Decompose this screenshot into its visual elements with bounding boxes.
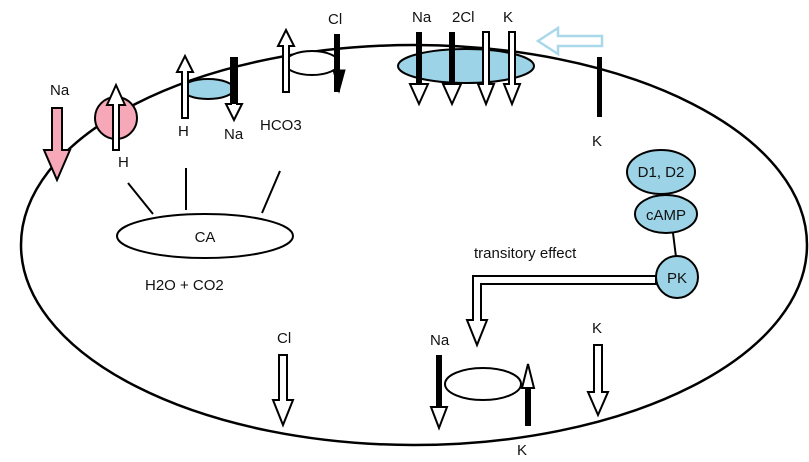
- k-cotransport-label: K: [503, 9, 513, 26]
- na-transporter-label: Na: [224, 126, 244, 143]
- cl-cotransport-arrow: [441, 83, 463, 107]
- d1-d2-label: D1, D2: [638, 164, 685, 181]
- nkcc-cotransporter: [397, 48, 535, 84]
- transitory-effect-label: transitory effect: [474, 245, 577, 262]
- na-influx-arrow: [42, 107, 72, 183]
- na-cotransport-label: Na: [412, 9, 432, 26]
- k-pump-bottom-label: K: [517, 442, 527, 459]
- h-exchanger-label: H: [118, 154, 129, 171]
- cl-down-arrow: [332, 69, 346, 94]
- camp-pk-link: [672, 232, 677, 258]
- cl-cotransport-bar: [449, 32, 455, 84]
- two-cl-label: 2Cl: [452, 9, 475, 26]
- carbonic-anhydrase: [116, 213, 294, 259]
- h-na-transporter: [181, 78, 235, 100]
- k-right-label: K: [592, 133, 602, 150]
- h-efflux-arrow: [105, 82, 127, 151]
- hco3-label: HCO3: [260, 117, 302, 134]
- k-bottom-right-label: K: [592, 320, 602, 337]
- camp-node: [634, 194, 698, 234]
- transitory-effect-arrow: [465, 275, 657, 348]
- cl-channel-bar: [334, 34, 340, 92]
- cl-top-label: Cl: [328, 11, 342, 28]
- na-k-pump: [444, 367, 522, 401]
- hco3-cl-exchanger: [284, 50, 340, 76]
- na-cotransport-bar: [416, 32, 422, 84]
- k-pump-arrow: [520, 363, 536, 389]
- ca-link-right: [261, 170, 281, 214]
- k-channel-right: [597, 57, 602, 117]
- h-transporter-label: H: [178, 123, 189, 140]
- k-pump-bar: [525, 388, 531, 426]
- h-up-arrow: [175, 53, 195, 119]
- k-bottom-right-arrow: [586, 344, 610, 418]
- ca-label: CA: [195, 229, 216, 246]
- na-cotransport-arrow: [408, 83, 430, 107]
- na-channel-bar: [232, 58, 237, 104]
- ca-link-left: [127, 182, 154, 215]
- camp-label: cAMP: [646, 207, 686, 224]
- k-cotransport-arrow: [502, 31, 522, 107]
- cell-membrane: [19, 43, 809, 447]
- pk-label: PK: [667, 270, 687, 287]
- na-pump-bar: [436, 355, 442, 407]
- na-pump-label: Na: [430, 332, 450, 349]
- hco3-up-arrow: [276, 27, 296, 93]
- d1-d2-receptor: [626, 149, 696, 195]
- ca-substrates-label: H2O + CO2: [145, 277, 224, 294]
- k-recycle-arrow: [535, 25, 604, 57]
- na-left-label: Na: [50, 82, 70, 99]
- na-pump-arrow: [429, 406, 449, 431]
- cl-bottom-arrow: [271, 354, 295, 428]
- cl-bottom-label: Cl: [277, 330, 291, 347]
- cl2-cotransport-arrow: [476, 31, 496, 107]
